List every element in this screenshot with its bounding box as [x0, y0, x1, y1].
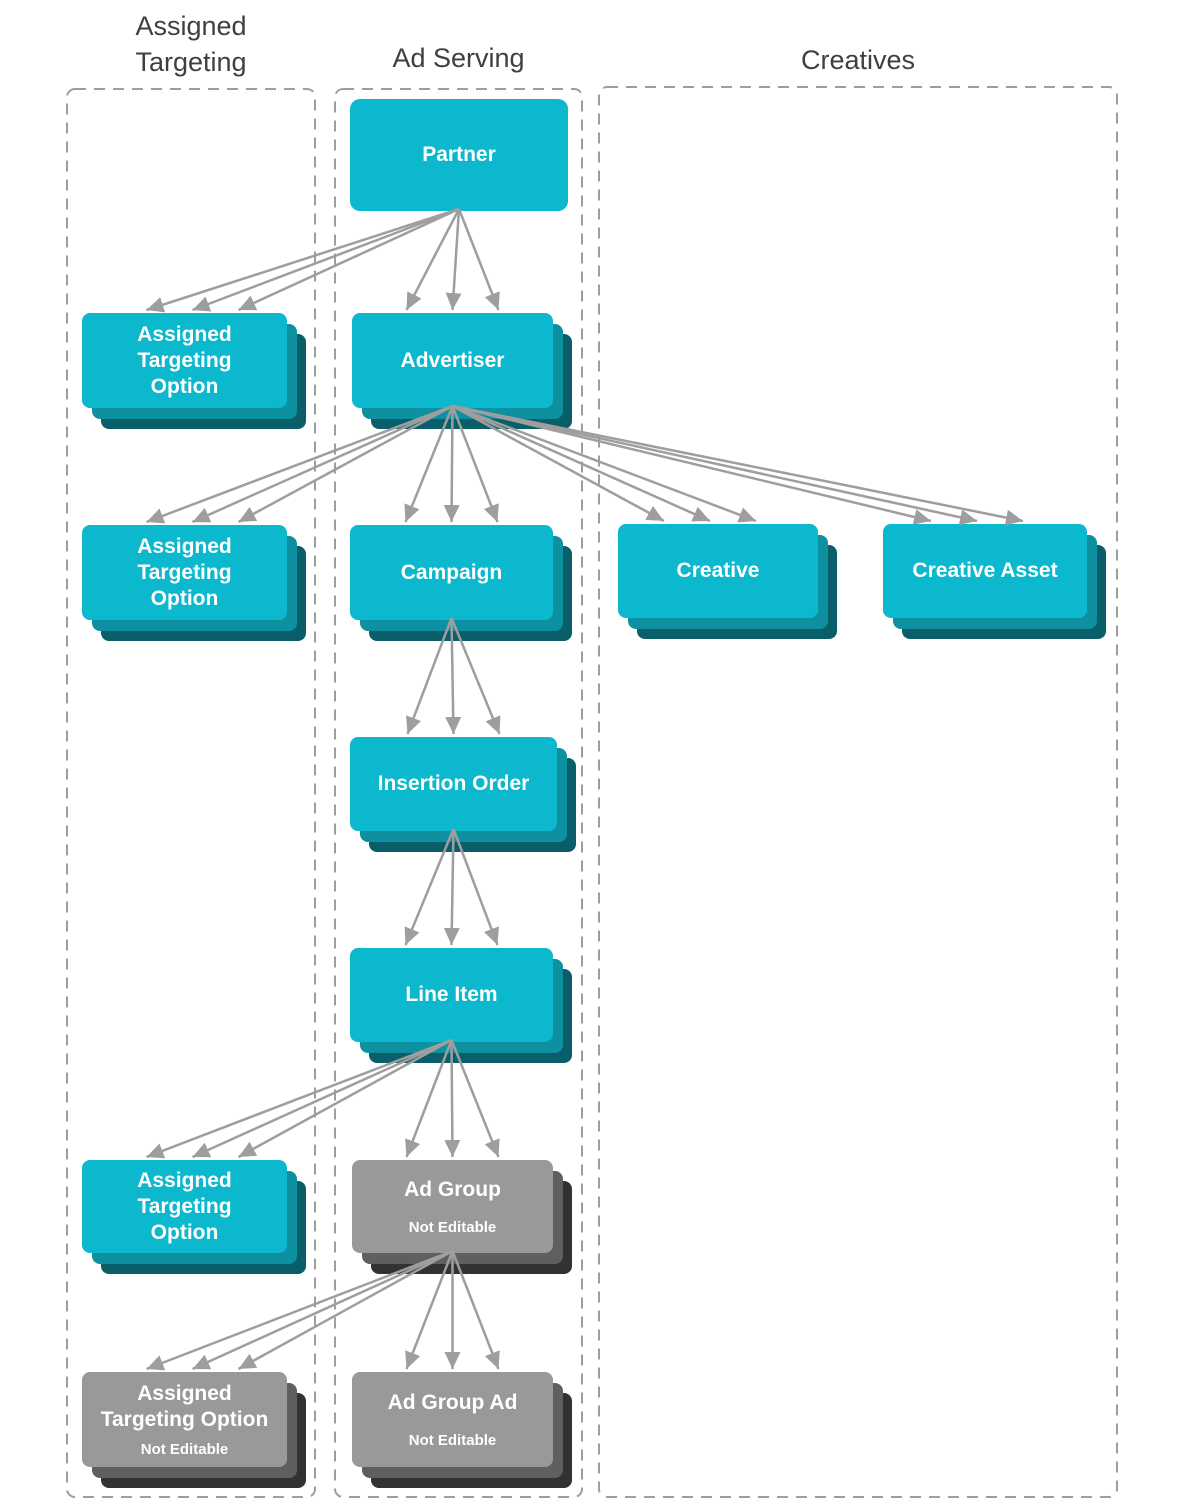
node-insertion-order: Insertion Order: [350, 737, 576, 852]
node-partner: Partner: [350, 99, 568, 211]
node-label: Campaign: [400, 560, 503, 584]
column-assigned-targeting: [66, 88, 316, 1498]
node-assigned-targeting-option-3: Assigned Targeting Option: [82, 1160, 306, 1274]
node-face: Assigned Targeting Option: [82, 313, 287, 408]
node-partner-label: Partner: [422, 143, 496, 166]
node-line-item: Line Item: [350, 948, 572, 1063]
relationship-arrow: [445, 208, 462, 311]
node-face: Insertion Order: [350, 737, 557, 831]
node-face: Creative Asset: [883, 524, 1087, 618]
relationship-arrow: [237, 207, 460, 312]
node-partner-face: Partner: [350, 99, 568, 211]
node-assigned-targeting-option-1: Assigned Targeting Option: [82, 313, 306, 429]
node-face: Ad Group Not Editable: [352, 1160, 553, 1253]
node-label: Assigned Targeting Option: [137, 322, 232, 398]
node-label: Ad Group Ad: [387, 1390, 518, 1414]
node-face: Assigned Targeting Option: [82, 1160, 287, 1253]
column-header-ad-serving: Ad Serving: [392, 43, 525, 73]
node-advertiser: Advertiser: [352, 313, 572, 429]
node-face: Assigned Targeting Option: [82, 525, 287, 620]
node-label: Assigned Targeting Option: [137, 1168, 232, 1244]
node-creative-asset: Creative Asset: [883, 524, 1106, 639]
column-header-assigned-targeting: Assigned Targeting: [135, 11, 247, 77]
node-creative: Creative: [618, 524, 837, 639]
relationship-arrow: [457, 208, 500, 311]
relationship-arrow: [192, 207, 460, 312]
node-sublabel-not-editable: Not Editable: [140, 1440, 229, 1458]
relationship-arrow: [405, 208, 461, 311]
node-sublabel-not-editable: Not Editable: [408, 1218, 497, 1236]
node-label: Assigned Targeting Option: [100, 1381, 269, 1431]
column-header-creatives: Creatives: [800, 45, 916, 75]
node-assigned-targeting-option-4: Assigned Targeting Option Not Editable: [82, 1372, 306, 1488]
node-face: Advertiser: [352, 313, 553, 408]
node-campaign: Campaign: [350, 525, 572, 641]
node-label: Assigned Targeting Option: [137, 534, 232, 610]
node-label: Ad Group: [404, 1177, 501, 1201]
relationship-arrow: [146, 207, 460, 313]
node-face: Creative: [618, 524, 818, 618]
node-ad-group: Ad Group Not Editable: [352, 1160, 572, 1274]
node-label: Creative Asset: [912, 559, 1058, 582]
node-label: Creative: [676, 559, 760, 582]
node-label: Advertiser: [400, 348, 505, 372]
node-ad-group-ad: Ad Group Ad Not Editable: [352, 1372, 572, 1488]
node-label: Line Item: [405, 983, 498, 1006]
node-sublabel-not-editable: Not Editable: [408, 1431, 497, 1449]
node-face: Campaign: [350, 525, 553, 620]
node-face: Assigned Targeting Option Not Editable: [82, 1372, 287, 1467]
node-label: Insertion Order: [377, 772, 530, 795]
column-creatives: [598, 86, 1118, 1498]
node-face: Ad Group Ad Not Editable: [352, 1372, 553, 1467]
node-assigned-targeting-option-2: Assigned Targeting Option: [82, 525, 306, 641]
node-face: Line Item: [350, 948, 553, 1042]
